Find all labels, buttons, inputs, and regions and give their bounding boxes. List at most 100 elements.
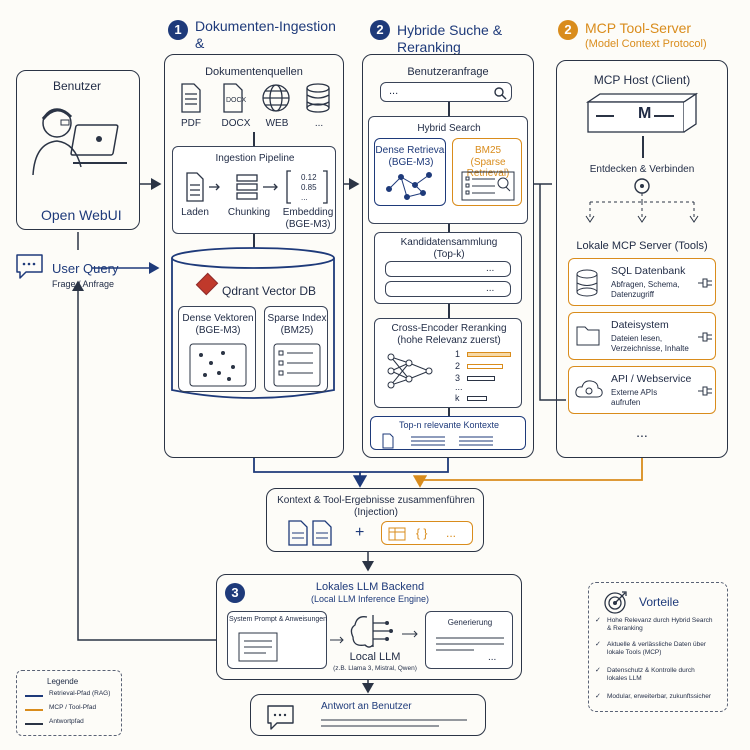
local-llm-label: Local LLM [349,651,401,663]
rank-label-3: 3 [455,373,461,383]
rank-label-4: ... [455,382,463,392]
cloud-gear-icon [575,380,603,398]
legend-label-mcp: MCP / Tool-Pfad [49,704,97,711]
candidate-row-2: ... [385,281,511,297]
bm25-box: BM25 (Sparse Retrieval) [452,138,522,206]
merge-docs-icon [288,520,332,546]
generation-label: Generierung [447,618,493,627]
candidates-title: Kandidatensammlung (Top-k) [400,237,498,260]
merge-ellipsis: ... [446,526,457,540]
arrow-host-discover [642,136,644,158]
merge-title: Kontext & Tool-Ergebnisse zusammenführen… [277,495,475,518]
legend-label-answer: Antwortpfad [49,718,84,725]
legend-panel: Legende Retrieval-Pfad (RAG) MCP / Tool-… [16,670,122,736]
topn-box: Top-n relevante Kontexte [370,416,526,450]
answer-chat-icon [267,705,294,730]
step-chunking: Chunking [227,207,271,218]
local-llm-examples: (z.B. Llama 3, Mistral, Qwen) [333,665,417,672]
arrow-rerank-topn [448,408,450,416]
bm25-title: BM25 (Sparse Retrieval) [466,145,510,179]
dense-retrieval-title: Dense Retrieval (BGE-M3) [375,145,447,168]
user-title: Benutzer [53,79,102,93]
plug-icon [698,386,712,396]
tool-api[interactable]: API / Webservice Externe APIs aufrufen [568,366,716,414]
search-input[interactable]: ... [380,82,512,102]
qdrant-title: Qdrant Vector DB [222,284,317,298]
search-query-title: Benutzeranfrage [407,66,489,78]
dense-retrieval-box: Dense Retrieval (BGE-M3) [374,138,447,206]
answer-title: Antwort an Benutzer [321,701,412,712]
tool-filesystem-title: Dateisystem [611,319,669,331]
open-webui-label: Open WebUI [41,207,122,223]
mcp-host-title: MCP Host (Client) [593,73,691,87]
arrow-prompt-llm [330,636,344,644]
rank-bar-k [467,396,487,401]
tool-filesystem[interactable]: Dateisystem Dateien lesen, Verzeichnisse… [568,312,716,360]
step-embedding: Embedding (BGE-M3) [282,207,334,230]
neural-net-icon [387,353,433,389]
section-1-number: 1 [168,20,188,40]
embedding-value-1: 0.12 [301,173,317,182]
reranking-title: Cross-Encoder Reranking (hohe Relevanz z… [391,323,507,346]
discover-network-icon [585,178,699,223]
candidate-row-1: ... [385,261,511,277]
source-more: ... [314,118,324,129]
prompt-doc-icon [238,632,278,662]
mcp-host-logo: M [638,105,652,122]
merge-panel: Kontext & Tool-Ergebnisse zusammenführen… [266,488,484,552]
step-load: Laden [181,207,209,218]
source-docx: DOCX [221,118,251,129]
answer-panel: Antwort an Benutzer [250,694,486,736]
user-laptop-icon [32,108,127,176]
source-icons: DOCX [181,83,330,113]
system-prompt-box: System Prompt & Anweisungen [227,611,327,669]
target-icon [604,591,627,614]
dense-vectors-box: Dense Vektoren (BGE-M3) [178,306,256,392]
pipeline-title: Ingestion Pipeline [215,153,295,164]
arrow-query-hybrid [448,102,450,116]
merge-braces: { } [416,526,428,540]
candidate-row-2-ellipsis: ... [486,283,495,294]
arrow-hybrid-candidates [448,224,450,232]
advantage-3: Datenschutz & Kontrolle durch lokales LL… [607,667,695,682]
rank-bar-2 [467,364,503,369]
sparse-index-title: Sparse Index (BM25) [267,313,327,336]
database-icon [576,269,598,297]
mcp-servers-title: Lokale MCP Server (Tools) [576,240,708,252]
topn-title: Top-n relevante Kontexte [398,420,500,430]
tool-api-title: API / Webservice [611,373,692,385]
source-pdf: PDF [181,118,201,129]
tool-filesystem-desc: Dateien lesen, Verzeichnisse, Inhalte [611,334,689,353]
brain-chip-icon [350,615,393,648]
generation-ellipsis: ... [488,652,497,663]
rank-label-1: 1 [455,349,461,359]
rank-bar-1 [467,352,511,357]
user-panel: Benutzer Open WebUI [16,70,140,230]
answer-lines [321,719,467,727]
dense-graph-icon [386,172,432,200]
candidates-box: Kandidatensammlung (Top-k) ... ... [374,232,522,304]
sources-title: Dokumentenquellen [205,66,303,78]
sparse-list-icon [273,343,321,387]
tool-sql-title: SQL Datenbank [611,265,686,277]
tool-sql[interactable]: SQL Datenbank Abfragen, Schema, Datenzug… [568,258,716,306]
search-icon [494,87,507,100]
legend-swatch-rag [25,695,43,697]
source-web: WEB [265,118,289,129]
dense-scatter-icon [189,343,247,387]
embedding-value-2: 0.85 [301,183,317,192]
sparse-index-box: Sparse Index (BM25) [264,306,328,392]
legend-swatch-mcp [25,709,43,711]
section-mcp-title: MCP Tool-Server [585,20,692,36]
section-3-number: 3 [225,583,245,603]
arrow-llm-generation [402,630,418,638]
generation-box: Generierung ... [425,611,513,669]
check-icon: ✓ [595,617,601,624]
bm25-list-icon [461,171,515,201]
plug-icon [698,332,712,342]
rank-bar-3 [467,376,495,381]
legend-label-rag: Retrieval-Pfad (RAG) [49,690,111,697]
table-icon [388,527,406,541]
topn-docs-icon [382,433,493,449]
